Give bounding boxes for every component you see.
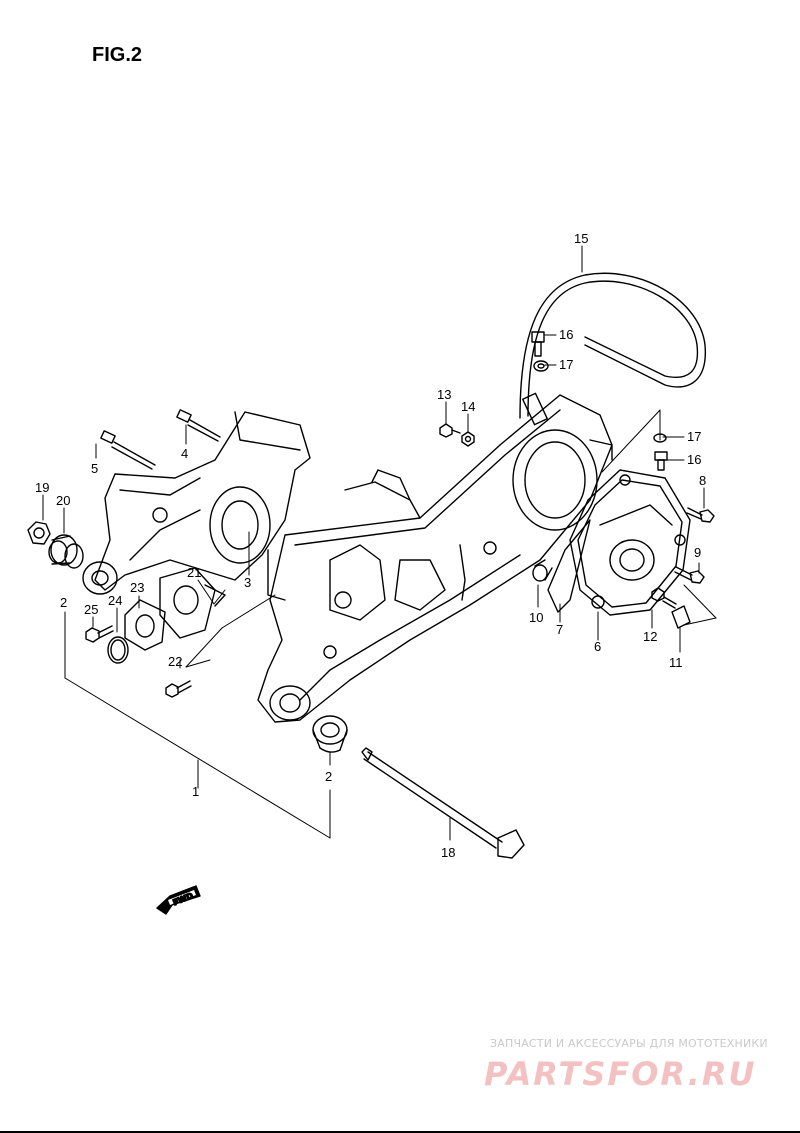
- callout-16: 16: [687, 452, 701, 467]
- callout-16: 16: [559, 327, 573, 342]
- plate-23: [124, 599, 166, 651]
- callout-19: 19: [35, 480, 49, 495]
- gasket: [547, 519, 591, 613]
- figure-title: FIG.2: [92, 44, 143, 66]
- callout-21: 21: [187, 565, 201, 580]
- bolt-4: [176, 409, 221, 442]
- watermark-logo: PARTSFOR.RU: [484, 1055, 757, 1093]
- callout-6: 6: [594, 639, 601, 654]
- callout-13: 13: [437, 387, 451, 402]
- watermark-tagline: ЗАПЧАСТИ И АКСЕССУАРЫ ДЛЯ МОТОТЕХНИКИ: [490, 1037, 768, 1050]
- callout-24: 24: [108, 593, 122, 608]
- callout-3: 3: [244, 575, 251, 590]
- bolt-8: [686, 507, 715, 523]
- dowel-10: [532, 559, 553, 582]
- callout-7: 7: [556, 622, 563, 637]
- callout-labels: 1 2 2 3 4 5 6 7 8 9 10 11 12 13 14 15 16…: [35, 231, 706, 860]
- callout-18: 18: [441, 845, 455, 860]
- side-cover: [569, 469, 691, 616]
- callout-14: 14: [461, 399, 475, 414]
- callout-11: 11: [669, 655, 683, 670]
- callout-2: 2: [325, 769, 332, 784]
- bolt-25: [85, 625, 114, 643]
- washer-17-right: [653, 433, 667, 443]
- leader-lines: [42, 245, 717, 841]
- callout-12: 12: [643, 629, 657, 644]
- callout-8: 8: [699, 473, 706, 488]
- callout-5: 5: [91, 461, 98, 476]
- callout-25: 25: [84, 602, 98, 617]
- callout-4: 4: [181, 446, 188, 461]
- callout-1: 1: [192, 784, 199, 799]
- bolt-22: [165, 680, 192, 698]
- shaft-18: [361, 747, 525, 859]
- breather-hose: [519, 272, 706, 419]
- callout-23: 23: [130, 580, 144, 595]
- left-housing: [82, 411, 311, 595]
- bolt-16-right: [654, 451, 668, 471]
- intake-pipe-21: [159, 567, 226, 639]
- crankcase-body: [257, 392, 613, 723]
- nut-19: [27, 521, 51, 545]
- bearing-2-left: [64, 543, 84, 569]
- callout-10: 10: [529, 610, 543, 625]
- callout-17: 17: [687, 429, 701, 444]
- fwd-arrow-icon: FWD: [156, 885, 201, 915]
- bolt-12: [651, 587, 677, 609]
- callout-15: 15: [574, 231, 588, 246]
- bolt-16-upper: [531, 331, 545, 357]
- washer-17-upper: [533, 360, 549, 372]
- nut-14: [461, 431, 475, 447]
- bearing-2-bottom: [312, 715, 348, 753]
- bolt-9: [674, 566, 705, 584]
- bolt-5: [100, 430, 156, 470]
- o-ring-24: [107, 636, 129, 664]
- callout-20: 20: [56, 493, 70, 508]
- callout-2: 2: [60, 595, 67, 610]
- callout-17: 17: [559, 357, 573, 372]
- bolt-13: [439, 423, 461, 438]
- callout-9: 9: [694, 545, 701, 560]
- collar-20: [48, 534, 78, 566]
- callout-22: 22: [168, 654, 182, 669]
- clamp-11: [671, 605, 691, 629]
